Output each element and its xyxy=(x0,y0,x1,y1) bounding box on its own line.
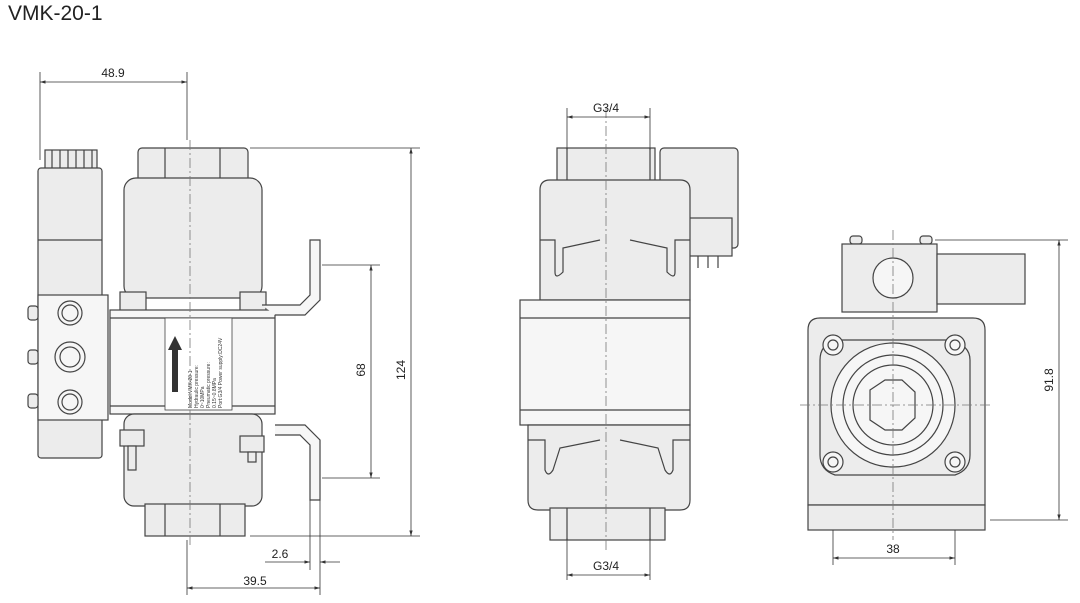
dim-38: 38 xyxy=(886,542,900,556)
top-hex-nut xyxy=(137,147,249,183)
nameplate-line-4: Pneumatic pressure: xyxy=(206,362,212,408)
bottom-port xyxy=(144,503,246,537)
front-view xyxy=(519,108,739,550)
dim-port-bottom: G3/4 xyxy=(593,559,619,573)
end-base xyxy=(807,504,986,531)
actuator-cylinder xyxy=(123,177,263,299)
side-view-dimensions: 48.9 124 68 2.6 39.5 xyxy=(39,66,420,595)
end-view xyxy=(800,230,1026,540)
side-view: Model:VMK-20-1 Hydraulic pressure: 0~10M… xyxy=(27,140,321,545)
valve-body-front xyxy=(519,299,691,426)
nameplate-line-5: 0.15~0.8MPa xyxy=(212,378,218,408)
end-view-dimensions: 91.8 38 xyxy=(832,239,1068,565)
dim-port-top: G3/4 xyxy=(593,101,619,115)
nameplate-line-2: Hydraulic pressure: xyxy=(194,365,200,408)
dim-68: 68 xyxy=(354,363,368,377)
bottom-port-front xyxy=(549,507,666,541)
dim-124: 124 xyxy=(394,360,408,380)
dim-91-8: 91.8 xyxy=(1042,368,1056,392)
flow-arrow-icon xyxy=(168,336,182,392)
drawing-title: VMK-20-1 xyxy=(8,2,103,25)
lower-body-front xyxy=(527,424,691,511)
dim-48-9: 48.9 xyxy=(101,66,125,80)
actuator-body xyxy=(539,179,691,301)
dim-2-6: 2.6 xyxy=(272,547,289,561)
lower-body xyxy=(123,413,263,507)
solenoid-cap xyxy=(44,149,98,171)
nameplate-line-6: Port:G3/4 Power supply:DC24V xyxy=(218,337,224,408)
nameplate-line-3: 0~10MPa xyxy=(200,386,206,408)
lower-bracket xyxy=(275,424,321,501)
upper-bracket xyxy=(262,239,321,316)
front-view-dimensions: G3/4 G3/4 xyxy=(566,101,651,580)
coil-tube xyxy=(936,253,1026,305)
nameplate-line-1: Model:VMK-20-1 xyxy=(188,370,194,408)
dim-39-5: 39.5 xyxy=(243,574,267,588)
